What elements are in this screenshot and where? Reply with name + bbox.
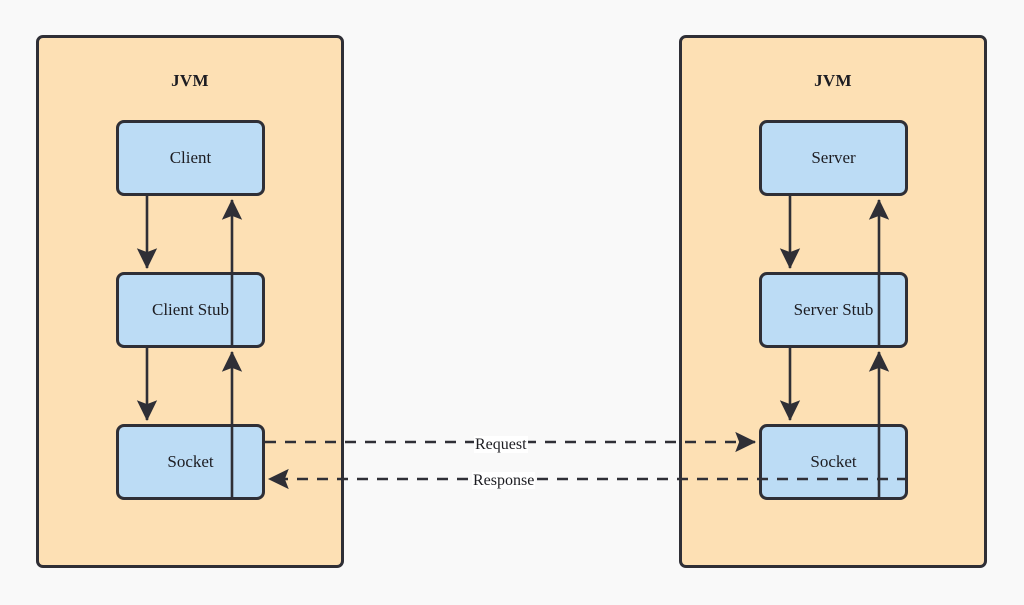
connector-response-label: Response xyxy=(472,472,536,489)
connector-request-label: Request xyxy=(474,436,528,453)
jvm-panel-server-title: JVM xyxy=(814,71,852,90)
node-server[interactable]: Server xyxy=(759,120,908,196)
node-client[interactable]: Client xyxy=(116,120,265,196)
node-server-socket[interactable]: Socket xyxy=(759,424,908,500)
node-client-socket[interactable]: Socket xyxy=(116,424,265,500)
node-server-stub[interactable]: Server Stub xyxy=(759,272,908,348)
jvm-panel-client-title: JVM xyxy=(171,71,209,90)
node-client-stub[interactable]: Client Stub xyxy=(116,272,265,348)
